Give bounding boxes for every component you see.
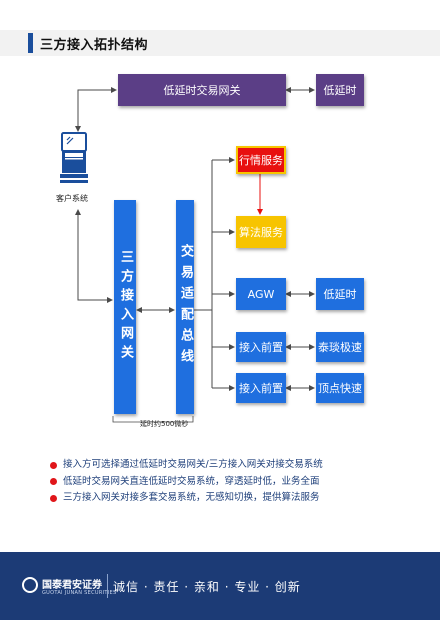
- title-bar: [0, 30, 440, 56]
- latency-label: 延时约500微秒: [140, 420, 189, 428]
- agw-box: AGW: [236, 278, 286, 310]
- company-logo-icon: [22, 577, 38, 593]
- client-to-gateway-line: [75, 87, 117, 132]
- third-party-gateway-label: 三方接入网关: [118, 250, 133, 364]
- third-party-gateway-box: 三方接入网关: [114, 200, 136, 414]
- note-item: 低延时交易网关直连低延时交易系统，穿透延时低，业务全面: [50, 474, 430, 491]
- bullet-dot-icon: [50, 494, 57, 502]
- company-name: 国泰君安证券: [42, 580, 102, 591]
- footer-slogan: 诚信 · 责任 · 亲和 · 专业 · 创新: [113, 580, 301, 594]
- title-accent: [28, 33, 33, 53]
- trading-bus-label: 交易适配总线: [178, 244, 193, 370]
- access-front-box-2: 接入前置: [236, 373, 286, 403]
- algo-service-box: 算法服务: [236, 216, 286, 248]
- notes-list: 接入方可选择通过低延时交易网关/三方接入网关对接交易系统 低延时交易网关直连低延…: [50, 457, 430, 507]
- latency-bracket: [112, 416, 194, 423]
- low-latency-box-2: 低延时: [316, 278, 364, 310]
- access-front-box-1: 接入前置: [236, 332, 286, 362]
- market-service-box: 行情服务: [236, 146, 286, 174]
- taisheng-box: 泰琰极速: [316, 332, 364, 362]
- footer-divider: [107, 574, 108, 598]
- company-name-en: GUOTAI JUNAN SECURITIES: [42, 590, 117, 596]
- dingdian-box: 顶点快速: [316, 373, 364, 403]
- note-item: 三方接入网关对接多套交易系统，无感知切换，提供算法服务: [50, 490, 430, 507]
- low-latency-gateway-box: 低延时交易网关: [118, 74, 286, 106]
- note-item: 接入方可选择通过低延时交易网关/三方接入网关对接交易系统: [50, 457, 430, 474]
- bullet-dot-icon: [50, 461, 57, 469]
- bullet-dot-icon: [50, 478, 57, 486]
- client-system-label: 客户系统: [56, 194, 88, 203]
- low-latency-box: 低延时: [316, 74, 364, 106]
- monitor-icon: [60, 132, 88, 183]
- trading-bus-box: 交易适配总线: [176, 200, 194, 414]
- footer: [0, 552, 440, 620]
- page-title: 三方接入拓扑结构: [40, 38, 149, 53]
- client-to-third-party-line: [75, 209, 113, 303]
